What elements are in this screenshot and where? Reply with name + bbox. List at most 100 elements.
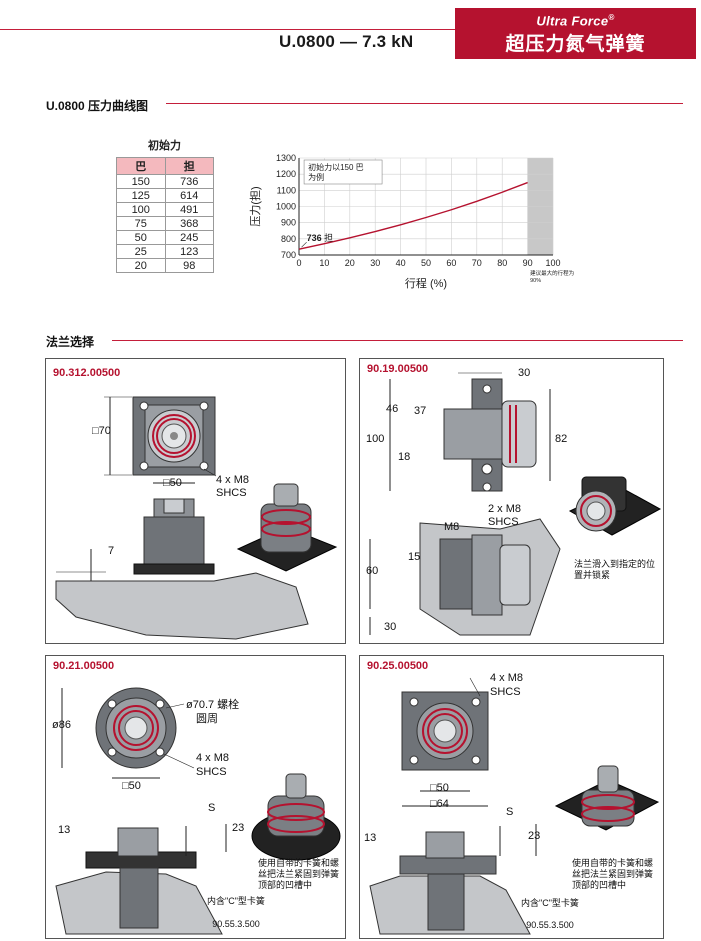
table-cell: 25 [116,244,166,259]
dim-23: 23 [528,830,541,842]
table-cell: 75 [116,216,166,231]
table-cell: 245 [164,230,214,245]
annotation-text-2: 为例 [308,172,324,182]
x-tick-label: 90 [523,258,533,268]
clip-code: 90.55.3.500 [526,920,574,930]
annotation-text-1: 初始力以150 巴 [308,162,364,172]
table-cell: 150 [116,174,166,189]
table-header-bar: 巴 [116,157,166,175]
x-tick-label: 50 [421,258,431,268]
start-value-unit: 担 [324,232,333,243]
clip-note: 内含"C"型卡簧 [207,896,265,906]
y-tick-label: 800 [281,234,296,244]
round-flange-drawing [55,687,341,935]
dim-70: □70 [92,425,111,437]
clip-code: 90.55.3.500 [212,919,260,929]
dim-64: □64 [430,798,449,810]
brand-box: Ultra Force® 超压力氮气弹簧 [455,8,696,59]
bolt-spec: 4 x M8 [216,474,250,486]
dim-50: □50 [430,782,449,794]
mount-note: 使用自带的卡簧和螺丝把法兰紧固到弹簧顶部的凹槽中 [258,858,340,890]
thread-m8: M8 [444,521,460,533]
clip-note: 内含"C"型卡簧 [521,898,579,908]
start-value-label: 736 担 [307,232,334,243]
table-cell: 614 [164,188,214,203]
x-tick-label: 100 [545,258,560,268]
square-flange-drawing [55,396,338,640]
start-value-leader [301,241,307,248]
dim-50: □50 [122,780,141,792]
footnote-text-1: 建议最大的行程为 [530,269,574,277]
x-tick-label: 80 [497,258,507,268]
table-cell: 123 [164,244,214,259]
bolt-spec: 4 x M8 [490,672,524,684]
bolt-spec: 4 x M8 [196,752,230,764]
dim-100: 100 [366,433,385,445]
table-cell: 98 [164,258,214,273]
table-cell: 100 [116,202,166,217]
x-tick-label: 20 [345,258,355,268]
table-header-dan: 担 [164,157,214,175]
table-cell: 125 [116,188,166,203]
stroke-s: S [208,802,216,814]
dim-82: 82 [555,433,568,445]
dim-86: ø86 [52,719,71,731]
brand-subtitle: 超压力氮气弹簧 [505,34,646,56]
stroke-s: S [506,806,514,818]
slide-flange-drawing [369,372,662,636]
dim-18: 18 [398,451,411,463]
force-table-caption: 初始力 [148,140,181,152]
y-tick-label: 1200 [276,169,296,179]
x-tick-label: 70 [472,258,482,268]
bolt-circle: ø70.7 螺栓 [186,699,240,711]
dim-60: 60 [366,565,379,577]
dim-50: □50 [163,477,182,489]
pressure-section-rule [166,103,683,104]
footnote-text-2: 90% [530,278,541,284]
y-tick-label: 1000 [276,202,296,212]
panel-part-number: 90.19.00500 [367,363,429,375]
dim-13: 13 [364,832,377,844]
page-title: U.0800 — 7.3 kN [279,32,414,51]
brand-name: Ultra Force® [536,13,615,29]
bolt-type: SHCS [490,686,521,698]
table-cell: 368 [164,216,214,231]
y-tick-label: 1100 [277,185,296,195]
dim-37: 37 [414,405,427,417]
table-cell: 491 [164,202,214,217]
y-tick-label: 1300 [276,153,296,163]
table-cell: 50 [116,230,166,245]
y-axis-label: 压力(担) [248,186,262,226]
x-tick-label: 30 [370,258,380,268]
table-cell: 20 [116,258,166,273]
series-line [298,181,528,250]
y-tick-label: 900 [281,218,296,228]
bolt-type: SHCS [196,766,227,778]
mount-note: 使用自带的卡簧和螺丝把法兰紧固到弹簧顶部的凹槽中 [572,858,654,890]
bolt-type: SHCS [216,487,247,499]
flange-panel-90312: 90.312.00500 □70 □50 4 x M8 SHC [45,358,346,644]
panel-part-number: 90.21.00500 [53,660,115,672]
x-axis-label: 行程 (%) [405,277,447,290]
dim-15: 15 [408,551,421,563]
x-tick-label: 0 [296,258,301,268]
x-tick-label: 60 [446,258,456,268]
panel-part-number: 90.25.00500 [367,660,429,672]
panel-part-number: 90.312.00500 [53,367,121,379]
dim-30b: 30 [384,621,397,633]
table-cell: 736 [164,174,214,189]
bolt-circle-suffix: 圆周 [196,713,218,725]
flange-section-title: 法兰选择 [46,335,95,349]
y-tick-label: 700 [281,250,296,260]
annotation-box [303,159,383,185]
dim-46: 46 [386,403,399,415]
